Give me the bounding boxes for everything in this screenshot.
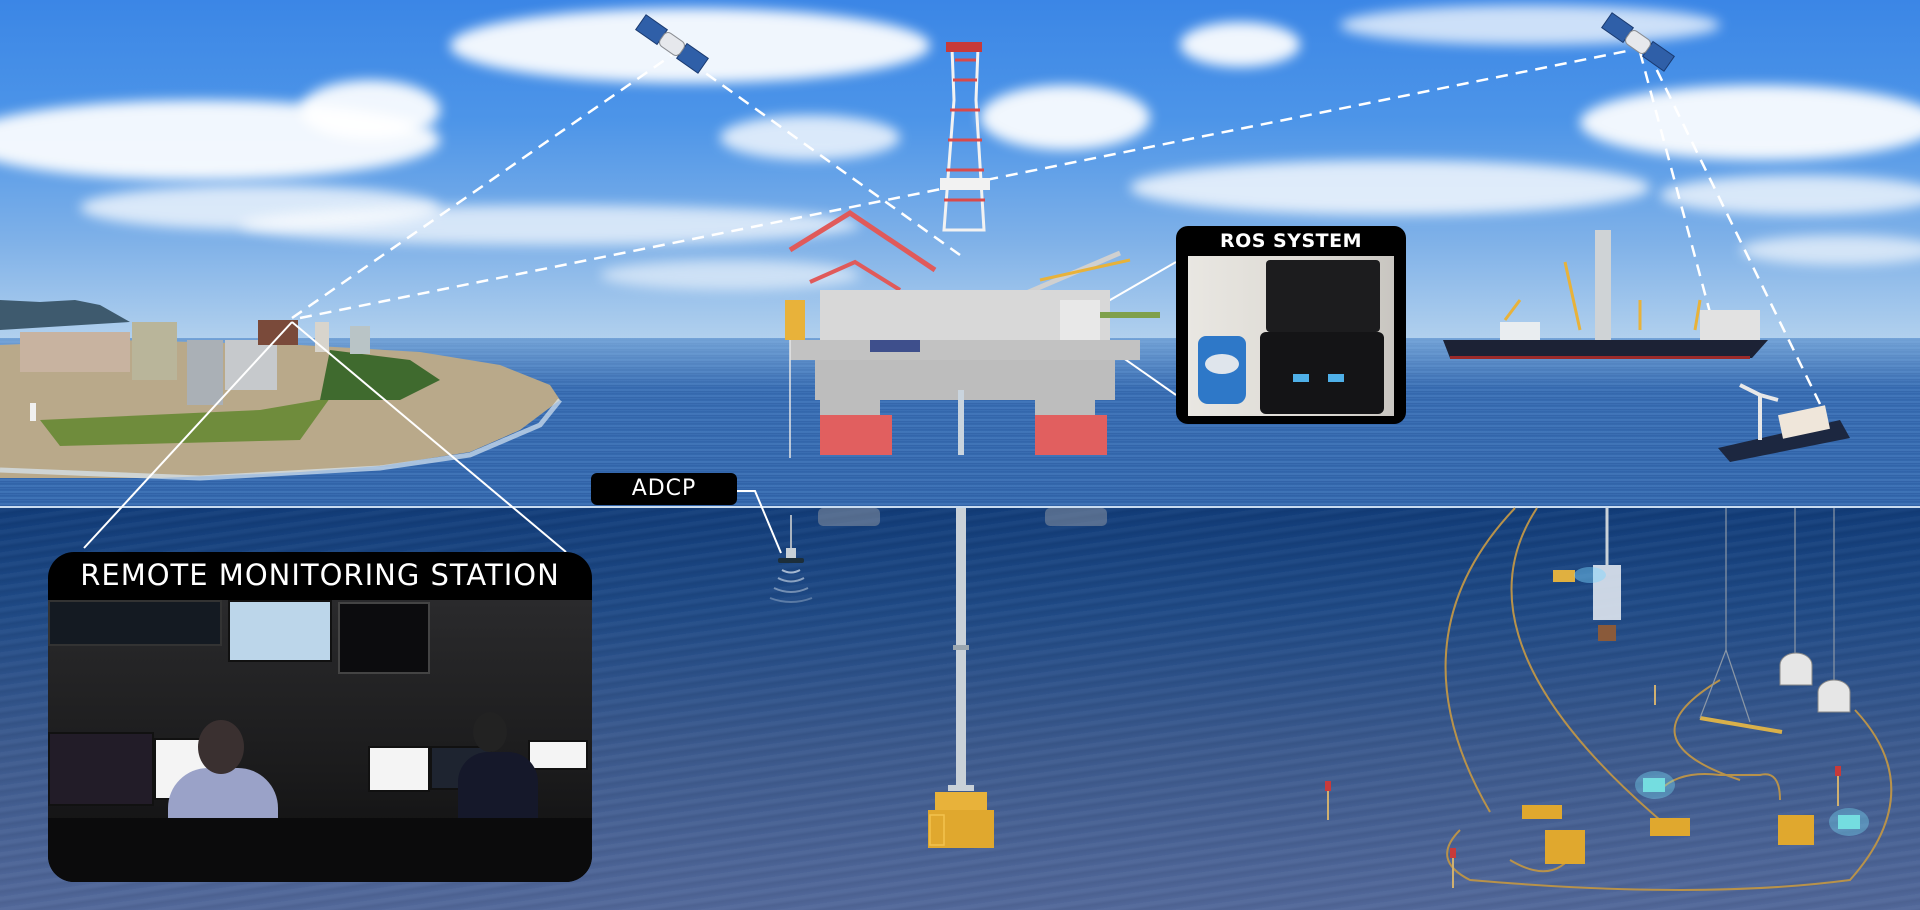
cloud	[1660, 175, 1920, 215]
drillship	[1443, 230, 1768, 359]
operator-left-head	[198, 720, 244, 774]
rack-display	[1293, 374, 1309, 382]
adcp-sensor	[769, 515, 813, 603]
ros-system-photo	[1188, 256, 1394, 416]
cloud	[720, 115, 900, 160]
satellite-right-icon	[1601, 12, 1675, 72]
subsea-structures	[1325, 565, 1869, 888]
desk	[48, 818, 592, 882]
wall-monitor	[338, 602, 430, 674]
cloud	[1180, 22, 1300, 67]
adcp-label: ADCP	[591, 473, 737, 505]
cloud	[980, 85, 1150, 150]
rack-display	[1328, 374, 1344, 382]
cloud	[600, 260, 860, 290]
construction-vessel	[1718, 383, 1850, 462]
wall-monitor	[48, 600, 222, 646]
desk-monitor	[528, 740, 588, 770]
remote-monitoring-station-title: REMOTE MONITORING STATION	[80, 558, 560, 592]
semi-submersible-drilling-rig	[785, 42, 1160, 458]
rack-case-top	[1266, 260, 1380, 332]
desk-monitor	[48, 732, 154, 806]
ros-system-title: ROS SYSTEM	[1219, 230, 1363, 252]
pontoon-underwater	[818, 508, 880, 526]
waterline	[0, 506, 1920, 508]
pontoon-underwater	[1045, 508, 1107, 526]
sensor-dial	[1205, 354, 1239, 374]
cloud	[1340, 5, 1720, 45]
cloud	[300, 80, 440, 140]
coastal-city-shore-station	[0, 300, 562, 481]
satellite-links	[291, 48, 1822, 405]
satellite-left-icon	[635, 14, 709, 74]
cloud	[1580, 85, 1920, 160]
riser-and-bop	[928, 508, 994, 848]
ros-system-panel: ROS SYSTEM	[1176, 226, 1406, 424]
wall-monitor	[228, 600, 332, 662]
rack-case-bottom	[1260, 332, 1384, 414]
cloud	[1740, 235, 1920, 265]
control-room-photo	[48, 600, 592, 882]
desk-monitor	[368, 746, 430, 792]
operator-right-head	[473, 712, 507, 752]
remote-monitoring-station-panel: REMOTE MONITORING STATION	[48, 552, 592, 882]
cloud	[1130, 160, 1650, 215]
